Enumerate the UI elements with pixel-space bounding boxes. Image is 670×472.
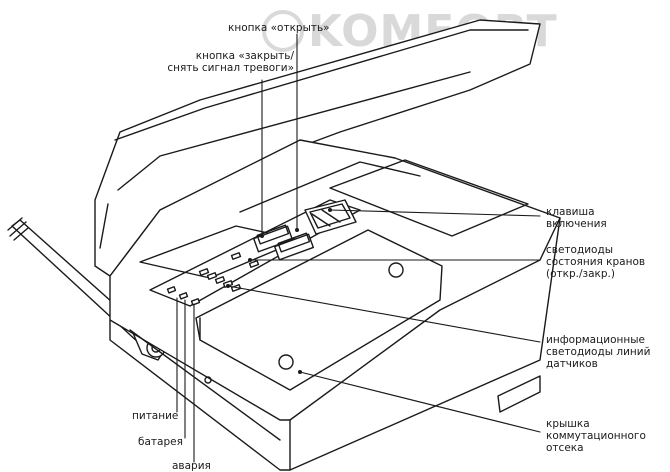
label-open-button: кнопка «открыть» xyxy=(228,22,330,34)
label-valve-leds: светодиоды состояния кранов (откр./закр.… xyxy=(546,244,646,280)
label-power: питание xyxy=(132,410,179,422)
valve-leds xyxy=(230,252,260,268)
label-close-button: кнопка «закрыть/ снять сигнал тревоги» xyxy=(167,50,294,74)
label-alarm: авария xyxy=(172,460,211,472)
leader-dots xyxy=(226,208,332,374)
terminal-cover xyxy=(195,229,443,391)
watermark-ring-icon xyxy=(262,10,304,52)
label-cover: крышка коммутационного отсека xyxy=(546,418,646,454)
leader-lines xyxy=(176,33,541,463)
status-leds xyxy=(166,286,201,306)
label-battery: батарея xyxy=(138,436,183,448)
label-power-key: клавиша включения xyxy=(546,206,607,230)
label-sensor-leds: информационные светодиоды линий датчиков xyxy=(546,334,651,370)
control-area xyxy=(149,199,361,307)
